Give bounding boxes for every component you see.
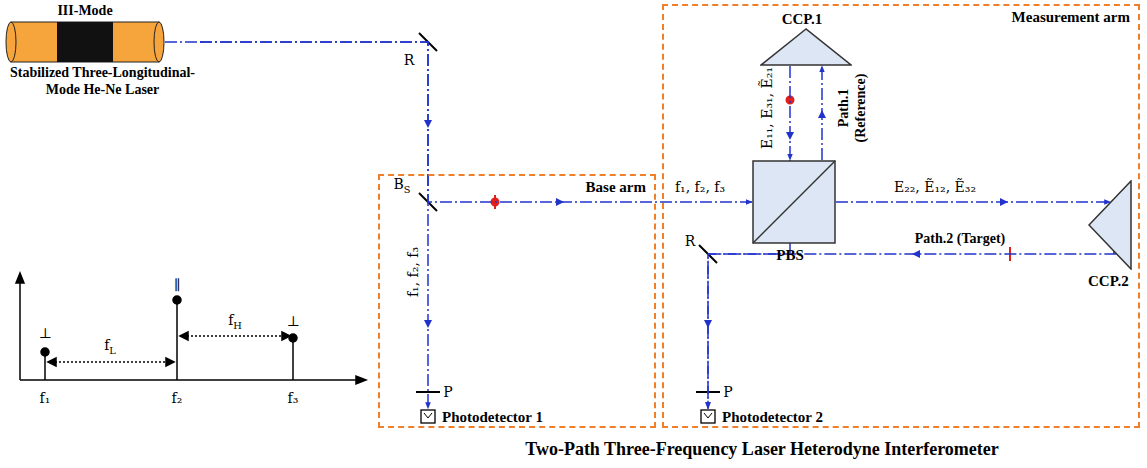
label: Path.2 (Target) bbox=[915, 230, 1005, 247]
label: f₁, f₂, f₃ bbox=[405, 247, 422, 297]
label: f₂ bbox=[172, 390, 183, 407]
laser-beam bbox=[836, 201, 1110, 203]
subscript: H bbox=[233, 320, 242, 331]
corner-cube-prism bbox=[760, 28, 852, 66]
laser-beam bbox=[708, 254, 1116, 409]
label: E₁₁, E₃₁, Ẽ₂₁ bbox=[759, 67, 776, 149]
axis bbox=[20, 379, 360, 381]
corner-cube-prism bbox=[1088, 180, 1132, 270]
node-text: Photodetector 2 bbox=[722, 406, 831, 426]
node-text: PBS bbox=[752, 244, 836, 264]
photodetector-symbol bbox=[700, 409, 716, 424]
axis-arrow bbox=[16, 273, 24, 283]
spacing-arrow bbox=[187, 335, 283, 337]
mode-line bbox=[292, 338, 294, 380]
region-box: Measurement armPBS CCP.1CCP.2Photodetecto… bbox=[662, 4, 1140, 428]
region-box: Base armPhotodetector 1 bbox=[378, 174, 656, 428]
beam-arrows bbox=[424, 110, 1008, 328]
label: fL bbox=[104, 337, 116, 359]
subscript: S bbox=[404, 184, 411, 195]
label: BS bbox=[393, 176, 410, 198]
mirrors bbox=[416, 33, 720, 392]
mode-dot bbox=[289, 334, 297, 342]
arrow-head bbox=[282, 332, 290, 340]
node-text: Photodetector 1 bbox=[442, 406, 551, 426]
label: fH bbox=[228, 312, 242, 334]
node-text: CCP.1 bbox=[760, 8, 852, 28]
optical-component: CCP.1 bbox=[760, 8, 852, 66]
label: R bbox=[685, 233, 696, 250]
laser-beam bbox=[200, 42, 752, 202]
label: f₁, f₂, f₃ bbox=[675, 179, 725, 196]
laser-source: III-ModeStabilized Three-Longitudinal-Mo… bbox=[5, 2, 200, 98]
mode-dot bbox=[173, 296, 181, 304]
label: ⊥ bbox=[286, 313, 299, 330]
node-text: Measurement arm bbox=[664, 6, 1138, 26]
mode-line bbox=[176, 300, 178, 380]
spectrum-plot bbox=[16, 273, 366, 384]
laser-beam bbox=[200, 42, 428, 409]
axis bbox=[19, 280, 21, 380]
laser-cap bbox=[6, 22, 16, 62]
cube-diagonal bbox=[753, 161, 835, 243]
prism-outline bbox=[1089, 181, 1131, 269]
label: P bbox=[723, 384, 732, 401]
arrow-head bbox=[180, 332, 188, 340]
beam-lines bbox=[165, 42, 1114, 254]
laser-beam bbox=[821, 66, 823, 160]
label: ⊥ bbox=[38, 325, 51, 342]
detector-outline bbox=[701, 410, 715, 423]
node-text: Base arm bbox=[380, 176, 654, 196]
arrow-head bbox=[166, 358, 174, 366]
detector-outline bbox=[421, 410, 435, 423]
label: P bbox=[443, 384, 452, 401]
arrow-head bbox=[48, 358, 56, 366]
laser-beam bbox=[789, 66, 791, 160]
laser-body bbox=[11, 22, 159, 62]
detector-mark bbox=[424, 413, 432, 418]
laser-cap bbox=[154, 22, 164, 62]
subscript: L bbox=[109, 345, 116, 356]
node-text: CCP.2 bbox=[1088, 270, 1132, 290]
label: Path.1 (Reference) bbox=[835, 68, 869, 148]
polarization-marks bbox=[492, 97, 1011, 262]
label: E₂₂, Ẽ₁₂, Ẽ₃₂ bbox=[894, 179, 976, 196]
label: f₃ bbox=[288, 390, 299, 407]
polarizer bbox=[416, 391, 440, 393]
pbs-cube bbox=[752, 160, 836, 244]
prism-outline bbox=[761, 29, 851, 65]
label: ∥ bbox=[174, 277, 180, 294]
photodetector-symbol bbox=[420, 409, 436, 424]
optical-component: CCP.2 bbox=[1088, 180, 1132, 290]
mode-dot bbox=[41, 348, 49, 356]
label: R bbox=[404, 52, 415, 69]
cube-outline bbox=[753, 161, 835, 243]
photodetector: Photodetector 1 bbox=[420, 406, 551, 426]
laser-tube bbox=[5, 20, 165, 64]
spacing-arrow bbox=[55, 361, 167, 363]
caption: Two-Path Three-Frequency Laser Heterodyn… bbox=[380, 438, 1144, 460]
node-text: III-Mode bbox=[5, 2, 165, 20]
axis-arrow bbox=[356, 376, 366, 384]
laser-band bbox=[57, 22, 113, 62]
label: f₁ bbox=[40, 390, 51, 407]
detector-mark bbox=[704, 413, 712, 418]
laser-beam bbox=[165, 41, 205, 43]
laser-beam bbox=[708, 244, 790, 409]
optical-component: PBS bbox=[752, 160, 836, 264]
node-text: Stabilized Three-Longitudinal-Mode He-Ne… bbox=[5, 64, 200, 98]
photodetector: Photodetector 2 bbox=[700, 406, 831, 426]
